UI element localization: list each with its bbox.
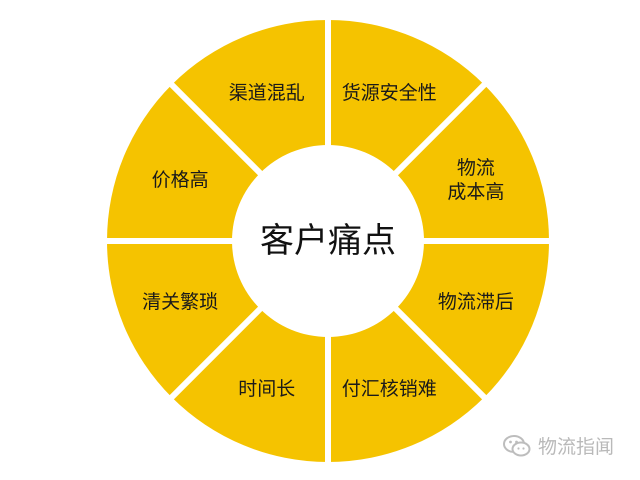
segment-label: 物流成本高	[447, 157, 504, 203]
center-label: 客户痛点	[260, 221, 396, 261]
segment-label: 清关繁琐	[142, 291, 218, 313]
center-circle	[232, 145, 424, 337]
segment-label-line: 清关繁琐	[142, 291, 218, 313]
wechat-icon	[503, 434, 531, 456]
watermark: 物流指闻	[502, 432, 614, 459]
segment-label: 渠道混乱	[229, 82, 305, 104]
segment-label: 时间长	[238, 378, 295, 400]
segment-label-line: 货源安全性	[342, 82, 437, 104]
segment-label: 货源安全性	[342, 82, 437, 104]
segment-label-line: 时间长	[238, 378, 295, 400]
segment-label-line: 付汇核销难	[342, 378, 437, 400]
watermark-text: 物流指闻	[538, 436, 615, 458]
segment-label-line: 物流	[457, 157, 495, 179]
segment-label-line: 价格高	[152, 169, 209, 191]
segment-label: 物流滞后	[438, 291, 514, 313]
segment-label: 价格高	[152, 169, 209, 191]
segment-label-line: 成本高	[447, 181, 504, 203]
segment-label-line: 物流滞后	[438, 291, 514, 313]
segment-label: 付汇核销难	[342, 378, 437, 400]
segment-label-line: 渠道混乱	[229, 82, 305, 104]
